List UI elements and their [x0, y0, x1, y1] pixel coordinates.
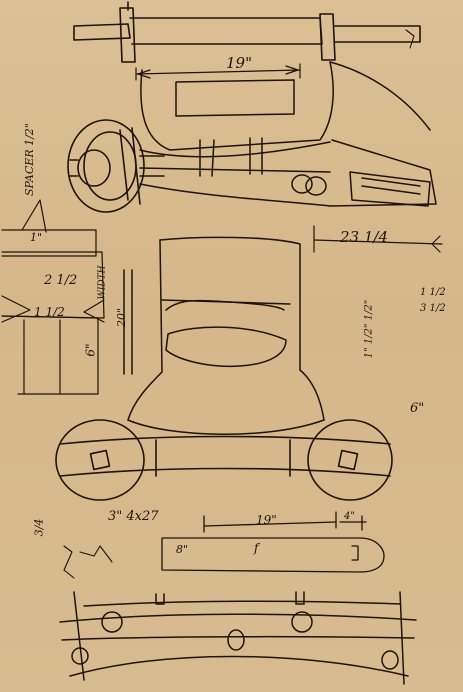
top-width-label: 19" — [226, 54, 252, 72]
rail-size-label: 3" 4x27 — [108, 509, 159, 524]
margin-scribbles — [63, 29, 415, 579]
spacer-dim-label: 1" — [30, 231, 43, 244]
bottom-frame — [59, 591, 417, 685]
width-note-label: WIDTH — [97, 265, 108, 300]
right-length-label: 23 1/4 — [340, 228, 388, 246]
axle-mark-b-label: f — [254, 541, 259, 555]
side-body — [139, 61, 437, 207]
left-details — [1, 199, 105, 395]
left-b-label: 1 1/2 — [34, 305, 65, 319]
right-frac-a-label: 1 1/2 — [420, 287, 446, 298]
side-note-label: 3/4 — [32, 518, 46, 537]
right-dimension — [313, 225, 443, 253]
right-frac-b-label: 3 1/2 — [420, 303, 446, 314]
right-stack-label: 1" 1/2" 1/2" — [363, 299, 375, 359]
top-view-body — [123, 236, 325, 435]
left-a-label: 2 1/2 — [44, 273, 78, 288]
body-height-label: 20" — [115, 307, 129, 328]
spacer-label: SPACER 1/2" — [23, 123, 36, 196]
axle-assembly — [55, 419, 393, 501]
left-c-label: 6" — [83, 343, 98, 357]
top-roller — [73, 1, 421, 63]
top-dimension — [135, 63, 301, 81]
drum-wheel — [67, 119, 165, 213]
right-six-label: 6" — [410, 401, 425, 416]
axle-shaft — [161, 511, 385, 573]
axle-mark-a-label: 8" — [176, 543, 189, 556]
axle-length-label: 19" — [256, 513, 277, 527]
axle-end-label: 4" — [344, 511, 355, 522]
